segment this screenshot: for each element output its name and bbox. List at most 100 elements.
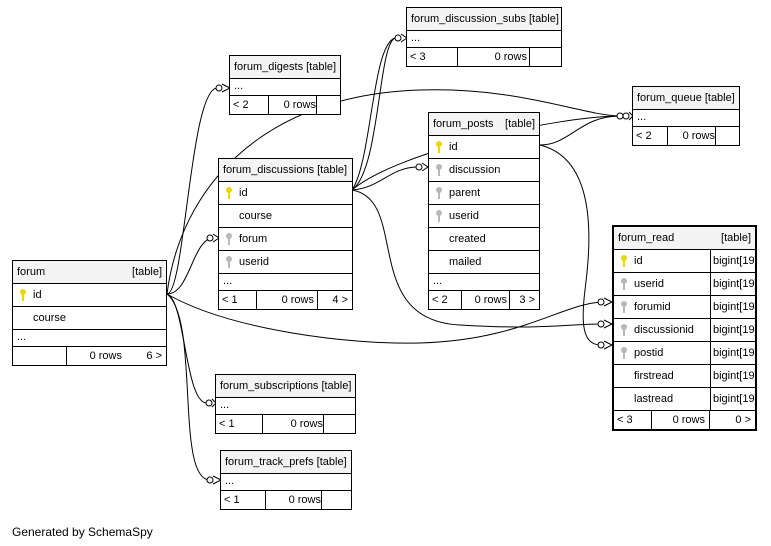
table-footer: < 1 0 rows	[216, 415, 355, 433]
column-row[interactable]: id bigint[19]	[614, 250, 758, 273]
table-header: forum_discussions[table]	[219, 159, 352, 182]
column-name: userid	[634, 278, 664, 290]
column-row[interactable]: mailed	[429, 251, 539, 274]
edge-forum-discussions	[166, 237, 214, 295]
column-name: userid	[449, 210, 479, 222]
table-forum-discussions[interactable]: forum_discussions[table] id course forum…	[218, 158, 353, 310]
edge-end-circle	[206, 234, 214, 242]
column-row[interactable]: forumid bigint[19]	[614, 296, 758, 319]
column-row[interactable]: course	[219, 205, 352, 228]
edge-end-circle	[616, 112, 624, 120]
column-row[interactable]: id	[429, 136, 539, 159]
table-forum-track-prefs[interactable]: forum_track_prefs[table] ... < 1 0 rows	[220, 450, 352, 510]
edge-discussions-read	[351, 189, 602, 328]
table-header: forum_subscriptions[table]	[216, 375, 355, 398]
more-columns: ...	[216, 398, 355, 415]
table-type: [table]	[528, 13, 559, 25]
table-name: forum_subscriptions	[220, 380, 319, 392]
edge-end-circle	[415, 163, 423, 171]
edge-forum-read	[166, 293, 602, 344]
edge-discussions-subs-1	[351, 37, 396, 191]
table-name: forum_discussion_subs	[411, 13, 526, 25]
column-name: parent	[449, 187, 481, 199]
column-row[interactable]: id	[13, 284, 166, 307]
crowfoot	[603, 297, 614, 307]
foreign-key-icon	[621, 347, 627, 359]
column-type: bigint[19]	[710, 342, 758, 364]
table-header: forum_queue[table]	[633, 87, 739, 110]
column-row[interactable]: userid	[429, 205, 539, 228]
edge-end-circle	[205, 399, 213, 407]
table-type: [table]	[704, 92, 735, 104]
children-count	[529, 48, 557, 66]
foreign-key-icon	[226, 256, 232, 268]
column-type: bigint[19]	[710, 296, 758, 318]
edge-discussions-posts	[351, 166, 417, 191]
parents-count: < 1	[222, 294, 238, 306]
table-footer: < 2 0 rows 3 >	[429, 291, 539, 309]
edge-end-circle	[597, 341, 605, 349]
column-row[interactable]: userid	[219, 251, 352, 274]
children-count: 0 >	[709, 411, 755, 429]
column-row[interactable]: lastread bigint[19]	[614, 388, 758, 411]
table-name: forum_track_prefs	[225, 456, 314, 468]
generated-by-text: Generated by SchemaSpy	[12, 525, 153, 539]
children-count: 6 >	[146, 350, 162, 362]
table-forum-posts[interactable]: forum_posts [table] id discussion parent…	[428, 112, 540, 310]
table-name: forum_queue	[637, 92, 702, 104]
foreign-key-icon	[436, 187, 442, 199]
parents-count: < 2	[432, 294, 448, 306]
more-columns: ...	[633, 110, 739, 127]
table-footer: < 2 0 rows	[230, 96, 340, 114]
foreign-key-icon	[436, 210, 442, 222]
table-forum-digests[interactable]: forum_digests[table] ... < 2 0 rows	[229, 55, 341, 115]
table-header: forum_posts [table]	[429, 113, 539, 136]
column-row[interactable]: id	[219, 182, 352, 205]
table-forum-queue[interactable]: forum_queue[table] ... < 2 0 rows	[632, 86, 740, 146]
edge-forum-queue	[166, 89, 621, 295]
more-columns: ...	[230, 79, 340, 96]
table-forum-subscriptions[interactable]: forum_subscriptions[table] ... < 1 0 row…	[215, 374, 356, 434]
table-forum[interactable]: forum [table] id course ... 0 rows 6 >	[12, 260, 167, 366]
table-type: [table]	[132, 266, 162, 278]
table-footer: < 3 0 rows 0 >	[614, 411, 755, 429]
column-type: bigint[19]	[710, 273, 758, 295]
children-count	[316, 96, 336, 114]
column-name: course	[33, 312, 67, 324]
column-name: id	[239, 187, 248, 199]
primary-key-icon	[436, 141, 442, 153]
column-row[interactable]: firstread bigint[19]	[614, 365, 758, 388]
parents-count: < 3	[617, 414, 633, 426]
column-name: id	[634, 255, 643, 267]
column-row[interactable]: created	[429, 228, 539, 251]
table-forum-discussion-subs[interactable]: forum_discussion_subs[table] ... < 3 0 r…	[406, 7, 562, 67]
children-count	[323, 415, 351, 433]
table-type: [table]	[317, 164, 348, 176]
column-type: bigint[19]	[710, 388, 758, 410]
table-header: forum_read [table]	[614, 227, 755, 250]
children-count	[321, 491, 347, 509]
children-count: 3 >	[509, 291, 535, 309]
column-row[interactable]: discussion	[429, 159, 539, 182]
edge-end-circle	[394, 34, 402, 42]
column-row[interactable]: userid bigint[19]	[614, 273, 758, 296]
column-row[interactable]: parent	[429, 182, 539, 205]
column-row[interactable]: forum	[219, 228, 352, 251]
row-count: 0 rows	[262, 415, 327, 433]
table-forum-read[interactable]: forum_read [table] id bigint[19] userid …	[612, 225, 758, 431]
column-type: bigint[19]	[710, 250, 758, 272]
table-header: forum_digests[table]	[230, 56, 340, 79]
column-row[interactable]: discussionid bigint[19]	[614, 319, 758, 342]
crowfoot	[603, 340, 614, 350]
column-row[interactable]: postid bigint[19]	[614, 342, 758, 365]
row-count: 0 rows	[256, 291, 318, 309]
column-name: id	[33, 289, 42, 301]
table-name: forum_read	[618, 232, 675, 244]
parents-count: < 2	[233, 99, 249, 111]
more-columns: ...	[221, 474, 351, 491]
table-footer: < 3 0 rows	[407, 48, 561, 66]
column-type: bigint[19]	[710, 365, 758, 387]
table-footer: < 1 0 rows 4 >	[219, 291, 352, 309]
column-row[interactable]: course	[13, 307, 166, 330]
